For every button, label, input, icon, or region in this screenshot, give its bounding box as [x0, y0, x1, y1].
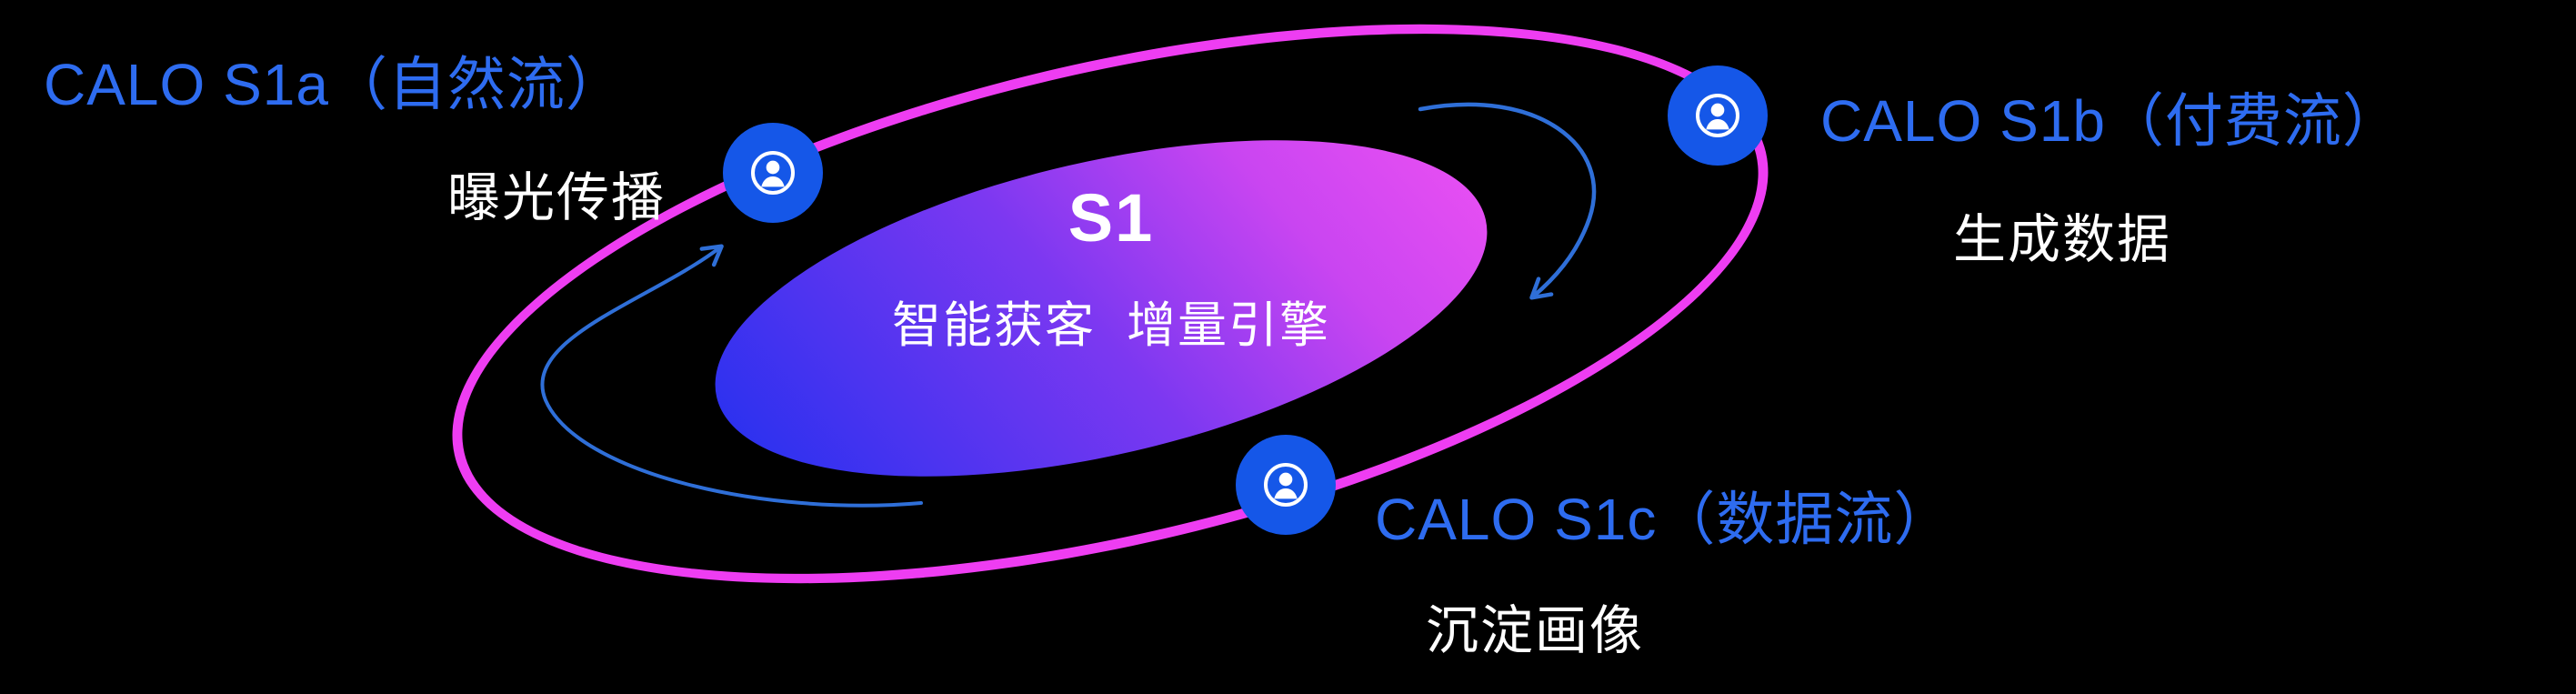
node-s1a — [723, 123, 823, 223]
node-s1c — [1236, 435, 1336, 535]
core-text: S1 智能获客 增量引擎 — [892, 148, 1330, 387]
sublabel-s1c: 沉淀画像 — [1426, 601, 1645, 660]
label-s1a: CALO S1a（自然流） — [44, 52, 625, 117]
core-title: S1 — [1067, 180, 1155, 256]
label-s1c: CALO S1c（数据流） — [1375, 487, 1953, 552]
node-s1b — [1668, 65, 1768, 166]
core-subtitle: 智能获客 增量引擎 — [891, 298, 1331, 353]
user-badge-icon — [744, 144, 802, 202]
user-badge-icon — [1689, 86, 1747, 145]
label-s1b: CALO S1b（付费流） — [1820, 88, 2401, 154]
sublabel-s1a: 曝光传播 — [447, 168, 667, 227]
sublabel-s1b: 生成数据 — [1953, 210, 2172, 269]
user-badge-icon — [1257, 456, 1315, 514]
